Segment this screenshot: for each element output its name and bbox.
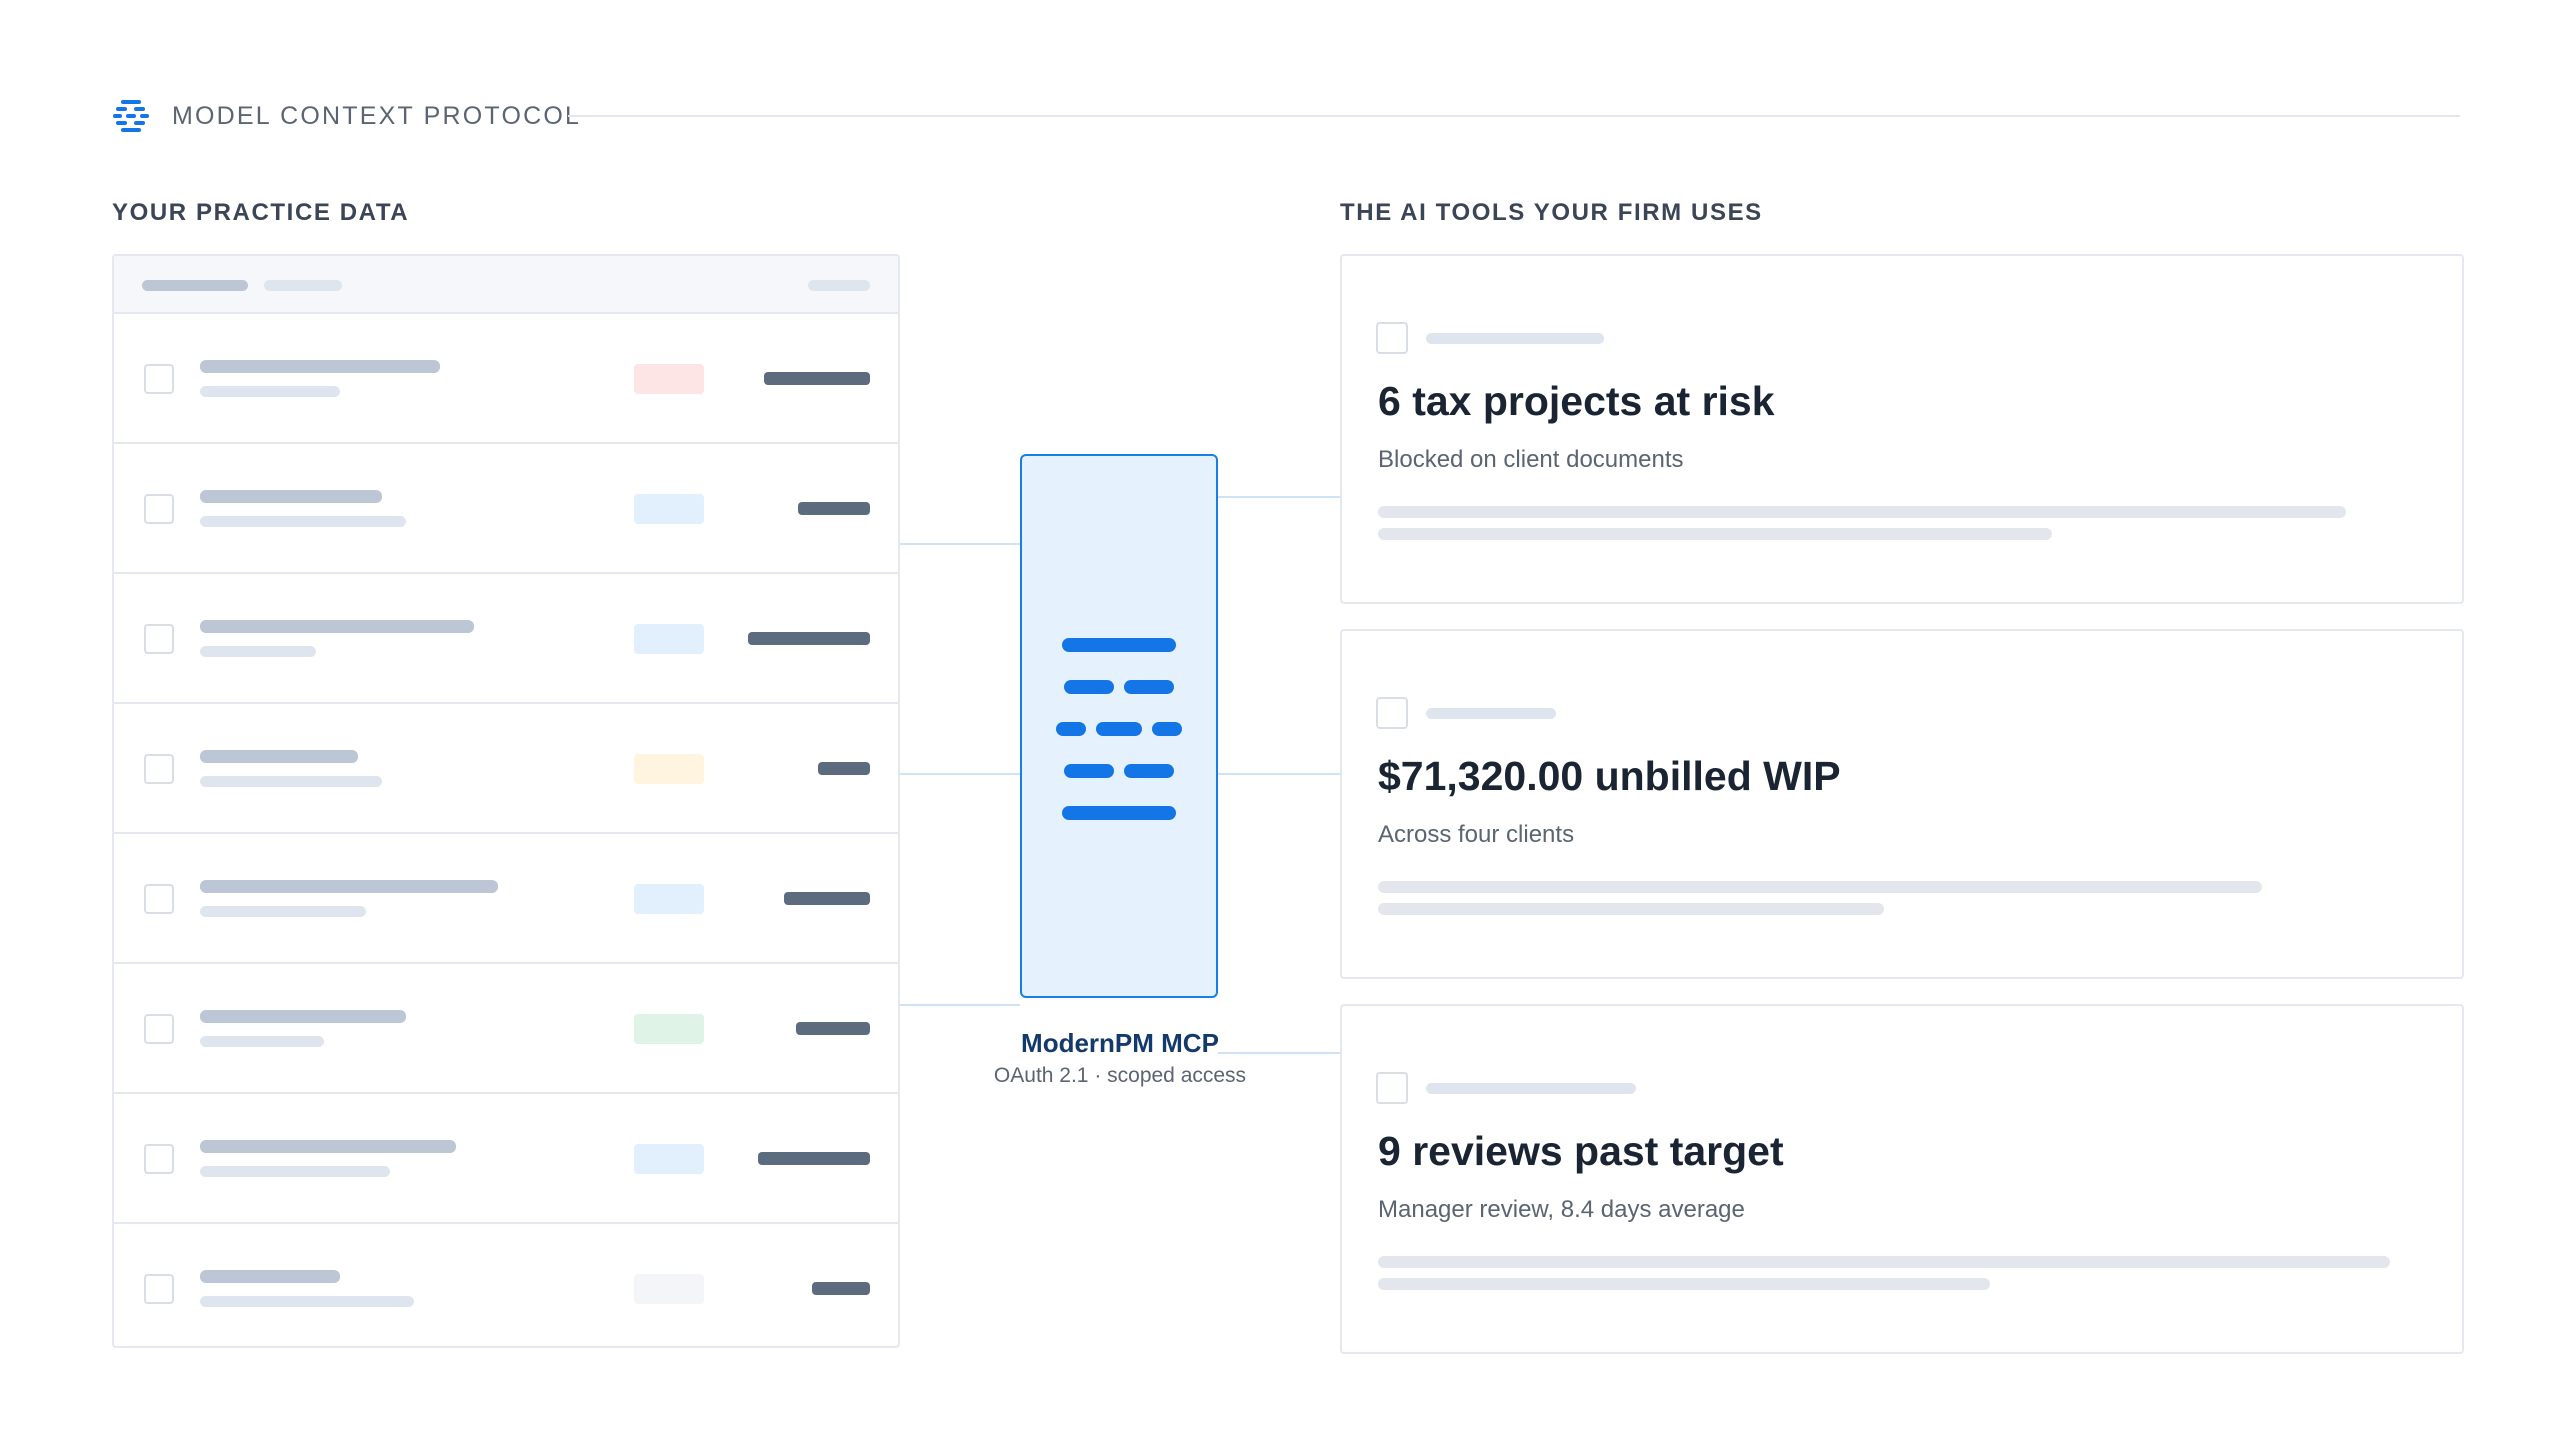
mcp-header: MODEL CONTEXT PROTOCOL bbox=[112, 96, 2460, 136]
row-amount-placeholder bbox=[758, 1152, 870, 1165]
row-amount-placeholder bbox=[784, 892, 870, 905]
row-title-placeholder bbox=[200, 1140, 456, 1153]
row-checkbox[interactable] bbox=[144, 1144, 174, 1174]
row-checkbox[interactable] bbox=[144, 364, 174, 394]
card-subtitle: Blocked on client documents bbox=[1378, 446, 1684, 473]
status-pill bbox=[634, 884, 704, 914]
row-title-placeholder bbox=[200, 360, 440, 373]
card-text-placeholder bbox=[1378, 528, 2052, 540]
row-checkbox[interactable] bbox=[144, 1014, 174, 1044]
row-subtitle-placeholder bbox=[200, 646, 316, 657]
row-checkbox[interactable] bbox=[144, 754, 174, 784]
ai-insight-card[interactable]: 6 tax projects at risk Blocked on client… bbox=[1340, 254, 2464, 604]
row-subtitle-placeholder bbox=[200, 1036, 324, 1047]
card-subtitle: Across four clients bbox=[1378, 821, 1575, 848]
row-checkbox[interactable] bbox=[144, 494, 174, 524]
status-pill bbox=[634, 1144, 704, 1174]
row-checkbox[interactable] bbox=[144, 884, 174, 914]
status-pill bbox=[634, 1014, 704, 1044]
table-row[interactable] bbox=[114, 1224, 898, 1346]
connector-line bbox=[1218, 773, 1340, 775]
row-checkbox[interactable] bbox=[144, 624, 174, 654]
header-placeholder bbox=[142, 280, 248, 291]
card-checkbox[interactable] bbox=[1376, 697, 1408, 729]
row-title-placeholder bbox=[200, 490, 382, 503]
table-row[interactable] bbox=[114, 964, 898, 1094]
table-row[interactable] bbox=[114, 1094, 898, 1224]
ai-insight-card[interactable]: 9 reviews past target Manager review, 8.… bbox=[1340, 1004, 2464, 1354]
card-checkbox[interactable] bbox=[1376, 1072, 1408, 1104]
status-pill bbox=[634, 494, 704, 524]
connector-line bbox=[1218, 496, 1340, 498]
status-pill bbox=[634, 624, 704, 654]
card-text-placeholder bbox=[1378, 903, 1884, 915]
card-text-placeholder bbox=[1378, 506, 2346, 518]
row-subtitle-placeholder bbox=[200, 386, 340, 397]
row-subtitle-placeholder bbox=[200, 1296, 414, 1307]
server-name: ModernPM MCP bbox=[1021, 1028, 1219, 1058]
row-amount-placeholder bbox=[818, 762, 870, 775]
card-text-placeholder bbox=[1378, 1256, 2390, 1268]
table-row[interactable] bbox=[114, 834, 898, 964]
table-row[interactable] bbox=[114, 704, 898, 834]
protocol-title: MODEL CONTEXT PROTOCOL bbox=[172, 102, 582, 130]
header-placeholder bbox=[264, 280, 342, 291]
ai-tools-title: THE AI TOOLS YOUR FIRM USES bbox=[1340, 199, 1763, 226]
header-divider bbox=[568, 115, 2460, 117]
row-title-placeholder bbox=[200, 620, 474, 633]
card-text-placeholder bbox=[1378, 881, 2262, 893]
row-subtitle-placeholder bbox=[200, 776, 382, 787]
row-subtitle-placeholder bbox=[200, 1166, 390, 1177]
practice-data-table bbox=[112, 254, 900, 1348]
practice-data-title: YOUR PRACTICE DATA bbox=[112, 199, 410, 226]
card-text-placeholder bbox=[1378, 1278, 1990, 1290]
card-checkbox[interactable] bbox=[1376, 322, 1408, 354]
card-headline: 6 tax projects at risk bbox=[1378, 378, 1775, 424]
card-kicker-placeholder bbox=[1426, 708, 1556, 719]
ai-insight-card[interactable]: $71,320.00 unbilled WIP Across four clie… bbox=[1340, 629, 2464, 979]
table-row[interactable] bbox=[114, 444, 898, 574]
status-pill bbox=[634, 1274, 704, 1304]
header-placeholder bbox=[808, 280, 870, 291]
row-amount-placeholder bbox=[796, 1022, 870, 1035]
card-headline: 9 reviews past target bbox=[1378, 1128, 1784, 1174]
row-amount-placeholder bbox=[812, 1282, 870, 1295]
card-kicker-placeholder bbox=[1426, 333, 1604, 344]
table-header bbox=[114, 256, 898, 314]
table-row[interactable] bbox=[114, 314, 898, 444]
table-row[interactable] bbox=[114, 574, 898, 704]
row-title-placeholder bbox=[200, 1270, 340, 1283]
connector-line bbox=[900, 773, 1020, 775]
row-title-placeholder bbox=[200, 750, 358, 763]
connector-line bbox=[900, 543, 1020, 545]
row-subtitle-placeholder bbox=[200, 516, 406, 527]
row-amount-placeholder bbox=[764, 372, 870, 385]
status-pill bbox=[634, 364, 704, 394]
mcp-logo-icon bbox=[113, 100, 149, 132]
card-subtitle: Manager review, 8.4 days average bbox=[1378, 1196, 1745, 1223]
card-headline: $71,320.00 unbilled WIP bbox=[1378, 753, 1841, 799]
server-subtitle: OAuth 2.1 · scoped access bbox=[993, 1064, 1247, 1087]
connector-line bbox=[1218, 1052, 1340, 1054]
card-kicker-placeholder bbox=[1426, 1083, 1636, 1094]
row-subtitle-placeholder bbox=[200, 906, 366, 917]
row-amount-placeholder bbox=[748, 632, 870, 645]
connector-line bbox=[900, 1004, 1020, 1006]
mcp-server-node bbox=[1020, 454, 1218, 998]
row-title-placeholder bbox=[200, 1010, 406, 1023]
row-title-placeholder bbox=[200, 880, 498, 893]
status-pill bbox=[634, 754, 704, 784]
row-checkbox[interactable] bbox=[144, 1274, 174, 1304]
row-amount-placeholder bbox=[798, 502, 870, 515]
